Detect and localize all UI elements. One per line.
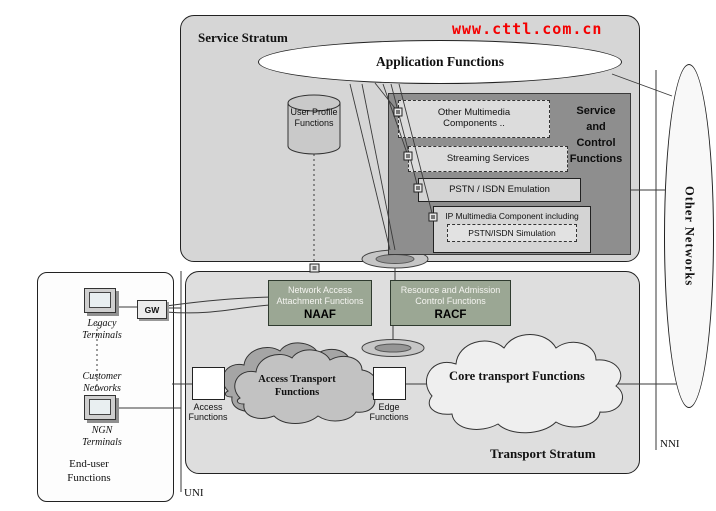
component-label: PSTN / ISDN Emulation (449, 183, 550, 195)
transport-stratum-title: Transport Stratum (490, 446, 596, 461)
nni-label: NNI (660, 438, 680, 450)
naaf-box: Network Access Attachment Functions NAAF (268, 280, 372, 326)
other-networks-label: Other Networks (682, 185, 697, 287)
edge-functions-label: Edge Functions (369, 402, 409, 423)
edge-functions-box (373, 367, 406, 400)
monitor-screen (89, 399, 111, 415)
naaf-abbr: NAAF (304, 308, 336, 321)
ngn-terminals-label: NGN Terminals (82, 425, 122, 448)
uni-label: UNI (184, 487, 204, 499)
legacy-terminals-label: Legacy Terminals (82, 318, 122, 341)
racf-abbr: RACF (434, 308, 467, 321)
naaf-name: Network Access Attachment Functions (276, 285, 364, 306)
access-cloud-label: Access Transport Functions (258, 374, 336, 398)
ngn-terminal-icon (84, 395, 116, 420)
core-cloud-label: Core transport Functions (449, 369, 585, 383)
component-sub-label: PSTN/ISDN Simulation (468, 228, 556, 238)
watermark-text: www.cttl.com.cn (452, 20, 603, 38)
component-pstn-isdn-simulation: PSTN/ISDN Simulation (447, 224, 577, 242)
gateway-box: GW (137, 300, 167, 319)
component-pstn-isdn-emulation: PSTN / ISDN Emulation (418, 178, 581, 202)
component-other-multimedia: Other Multimedia Components .. (398, 100, 550, 138)
other-networks-ellipse: Other Networks (664, 64, 714, 408)
application-functions-ellipse: Application Functions (258, 40, 622, 84)
access-functions-label: Access Functions (188, 402, 228, 423)
component-label: Other Multimedia Components .. (437, 107, 511, 129)
access-functions-box (192, 367, 225, 400)
application-functions-label: Application Functions (376, 54, 504, 69)
component-label: Streaming Services (446, 152, 530, 164)
component-label: IP Multimedia Component including (445, 211, 579, 221)
racf-box: Resource and Admission Control Functions… (390, 280, 511, 326)
end-user-title: End-user Functions (67, 458, 111, 484)
racf-name: Resource and Admission Control Functions (400, 285, 501, 306)
monitor-screen (89, 292, 111, 308)
customer-networks-label: Customer Networks (82, 371, 122, 394)
user-profile-label: User Profile Functions (290, 107, 338, 129)
legacy-terminal-icon (84, 288, 116, 313)
component-ip-multimedia: IP Multimedia Component including PSTN/I… (433, 206, 591, 253)
component-streaming-services: Streaming Services (408, 146, 568, 172)
gateway-label: GW (144, 304, 160, 315)
service-stratum-title: Service Stratum (198, 30, 288, 45)
service-control-label: Service and Control Functions (569, 105, 623, 165)
